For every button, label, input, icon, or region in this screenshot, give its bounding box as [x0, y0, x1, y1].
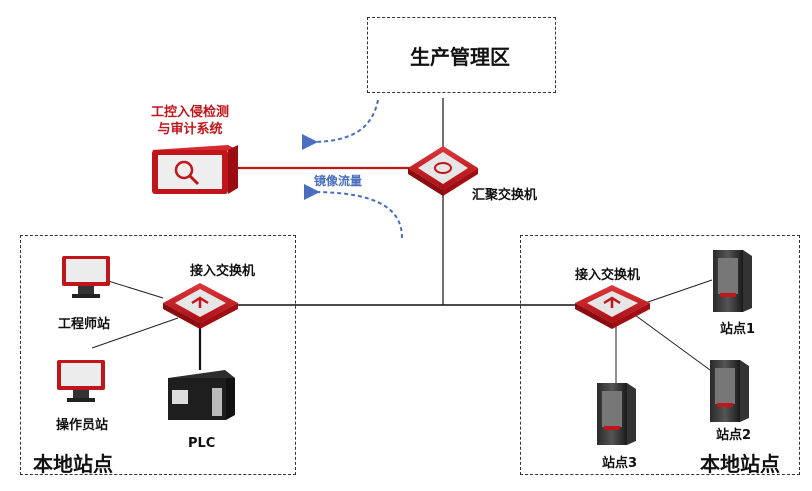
left-site-zone [20, 235, 296, 475]
station2-label: 站点2 [716, 428, 752, 443]
left-switch-label: 接入交换机 [190, 264, 256, 279]
ids-label-line1: 工控入侵检测 [150, 105, 229, 120]
station2-link [634, 314, 711, 371]
operator-station-label: 操作员站 [56, 418, 109, 433]
mirror-traffic-label: 镜像流量 [314, 174, 363, 188]
ids-label-line2: 与审计系统 [157, 122, 223, 137]
ids-device-icon [152, 145, 238, 194]
right-site-label: 本地站点 [700, 452, 780, 476]
management-zone-label: 生产管理区 [410, 45, 510, 69]
right-site-zone [520, 235, 800, 475]
mirror-arrow-top [301, 99, 379, 151]
operator-link [91, 317, 179, 349]
plc-icon [168, 370, 235, 420]
mirror-arrow-bottom [303, 183, 403, 239]
station1-label: 站点1 [720, 322, 756, 337]
station3-rack-icon [597, 383, 636, 445]
right-access-switch-icon [575, 285, 650, 329]
station2-rack-icon [710, 360, 749, 422]
plc-label: PLC [188, 436, 216, 451]
right-switch-label: 接入交换机 [575, 268, 641, 283]
operator-hmi-icon [57, 360, 105, 402]
engineer-station-label: 工程师站 [58, 317, 111, 332]
station1-link [644, 279, 713, 304]
management-zone [367, 17, 556, 93]
core-switch-icon [408, 146, 478, 196]
left-access-switch-icon [163, 283, 238, 329]
left-site-label: 本地站点 [33, 452, 113, 476]
station1-rack-icon [713, 250, 752, 312]
ids-label: 工控入侵检测 与审计系统 [140, 104, 240, 138]
station3-label: 站点3 [602, 456, 638, 471]
engineer-link [104, 279, 164, 299]
core-switch-label: 汇聚交换机 [472, 188, 538, 203]
engineer-hmi-icon [62, 256, 110, 298]
